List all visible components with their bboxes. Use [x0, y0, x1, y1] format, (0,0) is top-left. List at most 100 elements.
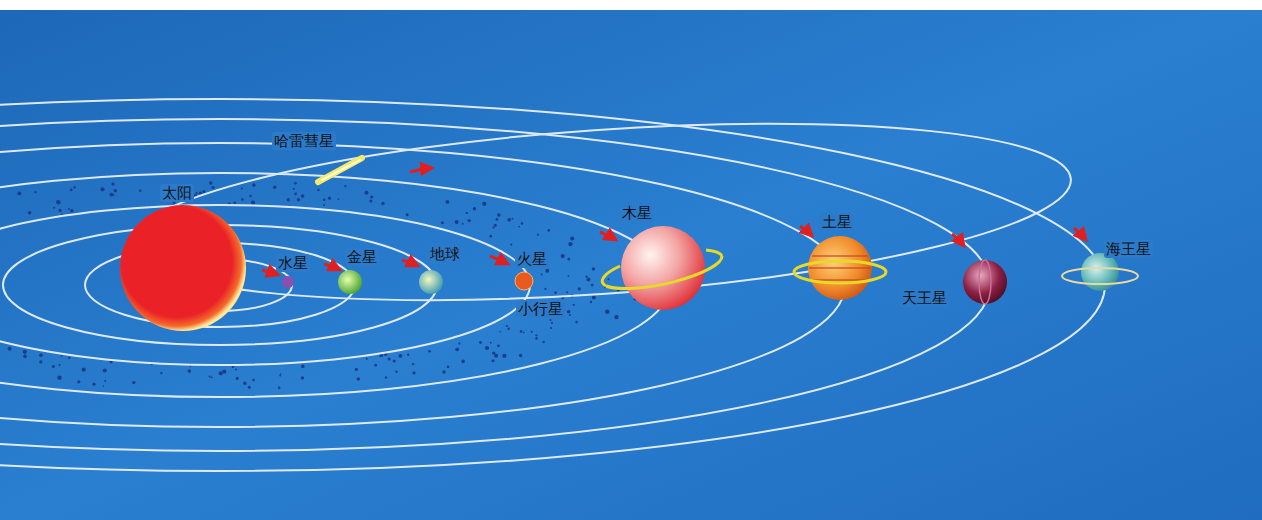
asteroid-dot [73, 186, 75, 188]
asteroid-dot [328, 197, 331, 200]
asteroid-dot [248, 386, 251, 389]
asteroid-dot [399, 354, 403, 358]
planet-label: 太阳 [160, 184, 194, 202]
asteroid-dot [592, 295, 596, 299]
planet-label: 土星 [820, 213, 854, 231]
asteroid-dot [468, 219, 471, 222]
planet-label: 小行星 [516, 300, 565, 318]
asteroid-dot [323, 204, 325, 206]
asteroid-dot [492, 351, 495, 354]
asteroid-dot [573, 304, 575, 306]
asteroid-dot [355, 368, 358, 371]
asteroid-dot [587, 278, 591, 282]
asteroid-dot [549, 319, 551, 321]
asteroid-dot [211, 186, 214, 189]
asteroid-dot [479, 341, 482, 344]
asteroid-dot [507, 328, 510, 331]
asteroid-dot [592, 267, 595, 270]
asteroid-dot [338, 198, 340, 200]
planet-label: 火星 [515, 250, 549, 268]
asteroid-dot [70, 209, 74, 213]
asteroid-dot [586, 276, 588, 278]
asteroid-dot [68, 357, 70, 359]
asteroid-dot [455, 220, 459, 224]
asteroid-dot [113, 194, 115, 196]
asteroid-dot [273, 185, 277, 189]
planet-label: 木星 [620, 204, 654, 222]
asteroid-dot [103, 385, 105, 387]
asteroid-dot [510, 244, 512, 246]
asteroid-dot [412, 371, 415, 374]
asteroid-dot [441, 221, 444, 224]
asteroid-dot [442, 370, 445, 373]
asteroid-dot [506, 325, 508, 327]
asteroid-dot [566, 291, 568, 293]
asteroid-dot [132, 381, 135, 384]
asteroid-dot [70, 189, 73, 192]
asteroid-dot [92, 383, 95, 386]
asteroid-dot [293, 188, 295, 190]
asteroid-dot [280, 373, 282, 375]
asteroid-dot [531, 331, 533, 333]
asteroid-dot [241, 187, 243, 189]
asteroid-dot [461, 360, 465, 364]
asteroid-dot [188, 369, 192, 373]
asteroid-dot [252, 183, 256, 187]
asteroid-dot [294, 182, 297, 185]
asteroid-dot [68, 208, 70, 210]
asteroid-dot [209, 181, 212, 184]
asteroid-dot [59, 364, 61, 366]
asteroid-dot [428, 350, 431, 353]
asteroid-dot [297, 198, 300, 201]
asteroid-dot [545, 269, 549, 273]
asteroid-dot [512, 218, 514, 220]
asteroid-dot [23, 355, 27, 359]
asteroid-dot [39, 354, 43, 358]
asteroid-dot [447, 366, 450, 369]
asteroid-dot [535, 337, 538, 340]
asteroid-dot [569, 314, 571, 316]
asteroid-dot [567, 258, 570, 261]
asteroid-dot [301, 194, 305, 198]
asteroid-dot [39, 360, 42, 363]
asteroid-dot [195, 192, 197, 194]
asteroid-dot [323, 199, 326, 202]
asteroid-dot [544, 288, 546, 290]
asteroid-dot [365, 191, 369, 195]
asteroid-dot [61, 355, 63, 357]
asteroid-dot [59, 209, 62, 212]
asteroid-dot [407, 354, 409, 356]
asteroid-dot [575, 321, 578, 324]
asteroid-dot [294, 193, 297, 196]
asteroid-dot [233, 201, 236, 204]
asteroid-dot [608, 278, 610, 280]
asteroid-dot [252, 379, 255, 382]
asteroid-dot [406, 213, 409, 216]
asteroid-dot [241, 198, 244, 201]
asteroid-dot [537, 234, 539, 236]
asteroid-dot [605, 310, 609, 314]
asteroid-dot [370, 195, 373, 198]
asteroid-dot [542, 341, 544, 343]
asteroid-dot [458, 343, 460, 345]
asteroid-dot [502, 354, 506, 358]
asteroid-dot [111, 182, 114, 185]
asteroid-dot [100, 187, 104, 191]
asteroid-dot [551, 322, 553, 324]
asteroid-dot [369, 200, 372, 203]
planet-label: 天王星 [900, 289, 949, 307]
asteroid-dot [507, 218, 511, 222]
asteroid-dot [518, 226, 520, 228]
asteroid-dot [77, 380, 80, 383]
asteroid-dot [53, 207, 55, 209]
asteroid-dot [462, 223, 464, 225]
asteroid-dot [535, 334, 537, 336]
asteroid-dot [278, 387, 281, 390]
asteroid-dot [466, 212, 468, 214]
asteroid-dot [56, 200, 60, 204]
asteroid-dot [160, 372, 162, 374]
planet-label: 水星 [276, 254, 310, 272]
asteroid-dot [497, 213, 501, 217]
asteroid-dot [109, 193, 113, 197]
asteroid-dot [482, 202, 486, 206]
